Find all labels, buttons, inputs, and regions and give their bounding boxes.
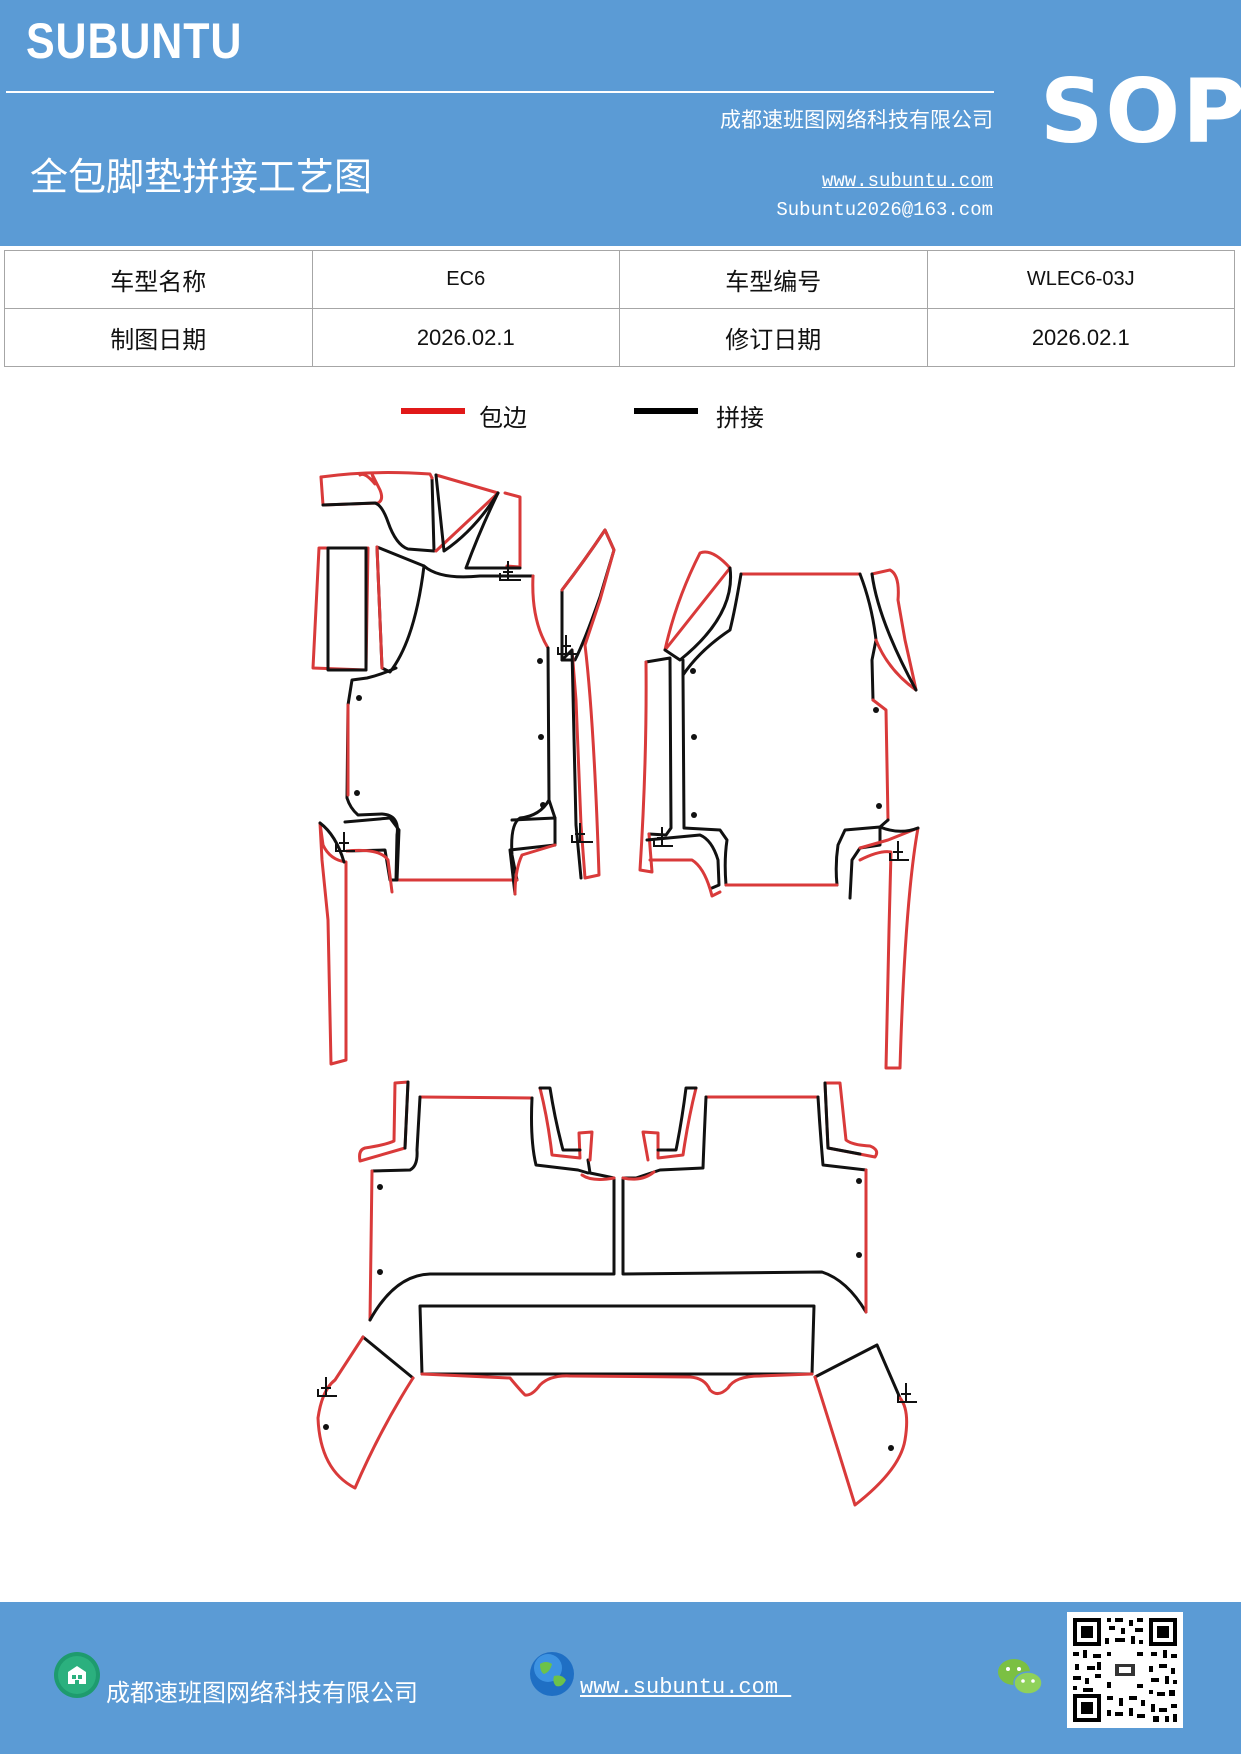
- model-code-value: WLEC6-03J: [926, 250, 1235, 309]
- table-row: 车型名称 EC6 车型编号 WLEC6-03J: [4, 250, 1235, 309]
- vehicle-info-table: 车型名称 EC6 车型编号 WLEC6-03J 制图日期 2026.02.1 修…: [4, 250, 1235, 367]
- stop-markers: [317, 561, 917, 1403]
- table-row: 制图日期 2026.02.1 修订日期 2026.02.1: [4, 308, 1235, 367]
- revision-date-value: 2026.02.1: [926, 308, 1235, 367]
- header-email: Subuntu2026@163.com: [776, 199, 993, 221]
- brand-logo: SUBUNTU: [26, 13, 243, 69]
- page-title: 全包脚垫拼接工艺图: [30, 155, 373, 199]
- rear-right-mat: [621, 1081, 879, 1314]
- header-website-link[interactable]: www.subuntu.com: [821, 170, 993, 192]
- legend-seam-label: 拼接: [716, 404, 764, 432]
- footer-banner: 成都速班图网络科技有限公司 www.subuntu.com: [0, 1602, 1241, 1754]
- front-left-mat: [311, 471, 616, 1066]
- model-code-label: 车型编号: [619, 250, 928, 309]
- qr-code: [1067, 1612, 1183, 1728]
- header-company: 成都速班图网络科技有限公司: [720, 108, 993, 132]
- legend-edge-label: 包边: [479, 404, 527, 432]
- model-name-label: 车型名称: [4, 250, 313, 309]
- footer-website-link[interactable]: www.subuntu.com: [580, 1675, 792, 1700]
- draw-date-value: 2026.02.1: [311, 308, 620, 367]
- model-name-value: EC6: [311, 250, 620, 309]
- rear-left-mat: [358, 1080, 616, 1322]
- draw-date-label: 制图日期: [4, 308, 313, 367]
- legend-edge-line: [401, 408, 465, 414]
- footer-company: 成都速班图网络科技有限公司: [106, 1679, 418, 1707]
- revision-date-label: 修订日期: [619, 308, 928, 367]
- sop-badge: SOP: [1040, 60, 1241, 163]
- building-icon: [53, 1651, 101, 1703]
- legend-seam-line: [634, 408, 698, 414]
- front-right-mat: [638, 550, 920, 1070]
- wechat-icon: [996, 1656, 1044, 1702]
- header-banner: SUBUNTU 成都速班图网络科技有限公司 全包脚垫拼接工艺图 www.subu…: [0, 0, 1241, 246]
- globe-icon: [528, 1650, 576, 1702]
- header-divider: [6, 91, 994, 93]
- trunk-mat: [316, 1304, 909, 1507]
